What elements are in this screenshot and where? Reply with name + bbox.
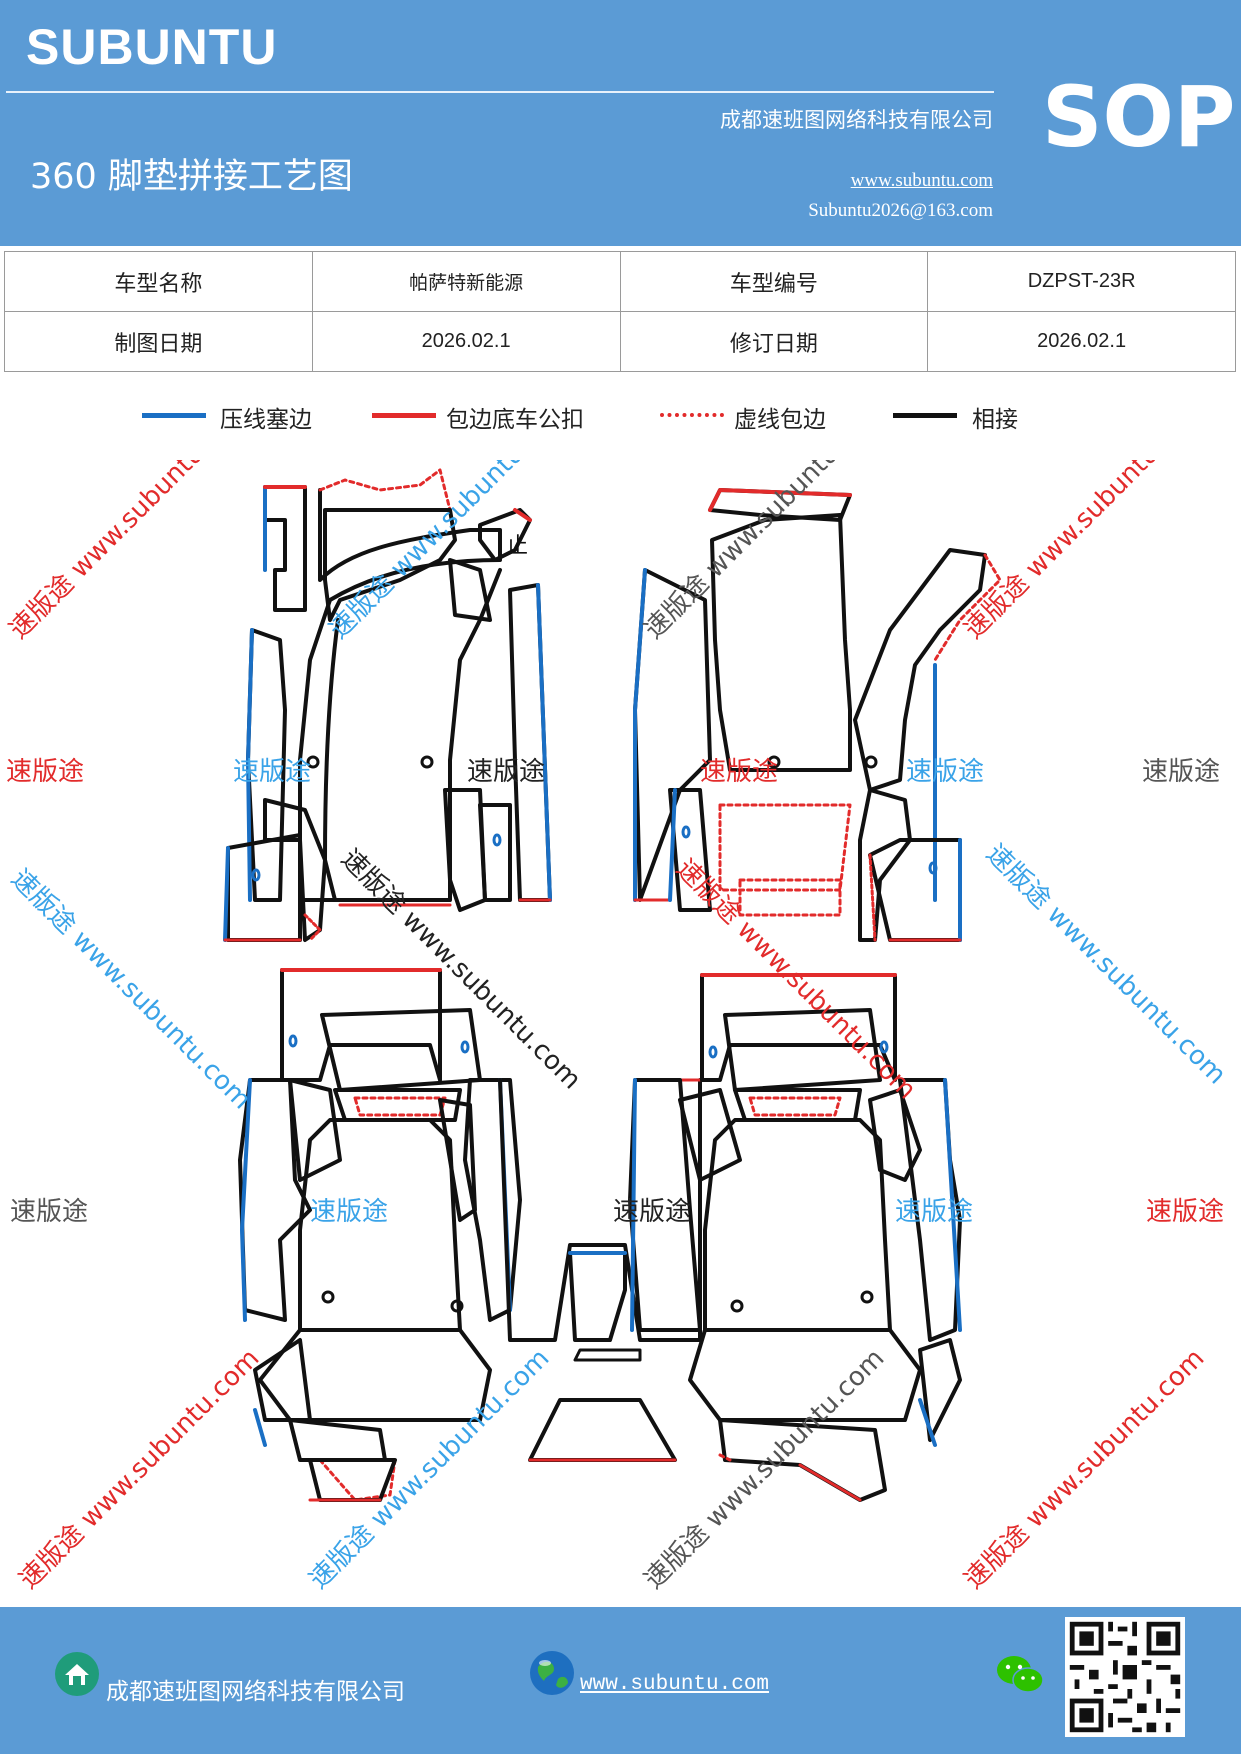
stop-mark: 止 [506, 534, 528, 559]
footer: 成都速班图网络科技有限公司 www.subuntu.com [0, 1607, 1241, 1754]
sop-badge: SOP [1042, 68, 1236, 166]
watermark-word: 速版途 [467, 757, 545, 787]
model-code-value: DZPST-23R [927, 251, 1236, 312]
revise-date-value: 2026.02.1 [927, 311, 1236, 372]
footer-website-link[interactable]: www.subuntu.com [580, 1673, 770, 1696]
company-name: 成都速班图网络科技有限公司 [720, 108, 993, 132]
legend: 压线塞边 包边底车公扣 虚线包边 相接 [0, 400, 1241, 440]
front-right-mat [633, 488, 1002, 942]
legend-label: 包边底车公扣 [446, 407, 584, 433]
watermark-word: 速版途 [906, 757, 984, 787]
brand-logo-text: SUBUNTU [26, 19, 278, 75]
watermark-url: 速版途 www.subuntu.com [639, 1343, 891, 1595]
revise-date-label: 修订日期 [619, 311, 929, 372]
legend-swatch-red [372, 413, 436, 418]
front-left-mat: 止 [223, 468, 552, 942]
model-name-label: 车型名称 [4, 251, 313, 312]
watermark-url: 速版途 www.subuntu.com [304, 1343, 556, 1595]
header-divider [6, 91, 994, 93]
watermark-word: 速版途 [1146, 1197, 1224, 1227]
website-link[interactable]: www.subuntu.com [850, 170, 993, 191]
page-title: 360 脚垫拼接工艺图 [30, 157, 353, 197]
legend-label: 压线塞边 [220, 407, 312, 433]
watermark-word: 速版途 [1142, 757, 1220, 787]
rear-right-mat [628, 973, 962, 1502]
legend-swatch-blue [142, 413, 206, 418]
watermarks: 速版途 www.subuntu.com 速版途 www.subuntu.com … [4, 460, 1232, 1595]
legend-label: 虚线包边 [734, 407, 826, 433]
watermark-word: 速版途 [613, 1197, 691, 1227]
watermark-url: 速版途 www.subuntu.com [980, 839, 1232, 1091]
table-row: 车型名称 帕萨特新能源 车型编号 DZPST-23R [4, 251, 1236, 312]
legend-swatch-red-dotted [660, 413, 724, 417]
wechat-icon[interactable] [996, 1653, 1044, 1697]
draw-date-label: 制图日期 [4, 311, 313, 372]
email-text: Subuntu2026@163.com [808, 200, 993, 221]
header: SUBUNTU 成都速班图网络科技有限公司 360 脚垫拼接工艺图 www.su… [0, 0, 1241, 246]
watermark-url: 速版途 www.subuntu.com [14, 1343, 266, 1595]
footer-company-name: 成都速班图网络科技有限公司 [106, 1679, 405, 1705]
info-table: 车型名称 帕萨特新能源 车型编号 DZPST-23R 制图日期 2026.02.… [4, 251, 1236, 372]
watermark-word: 速版途 [10, 1197, 88, 1227]
center-tunnel-mat [498, 1078, 702, 1462]
model-code-label: 车型编号 [619, 251, 929, 312]
watermark-url: 速版途 www.subuntu.com [5, 864, 257, 1116]
globe-icon [530, 1651, 574, 1695]
model-name-value: 帕萨特新能源 [311, 251, 621, 312]
watermark-word: 速版途 [700, 757, 778, 787]
draw-date-value: 2026.02.1 [311, 311, 621, 372]
home-icon [55, 1652, 99, 1696]
legend-swatch-black [893, 413, 957, 418]
watermark-word: 速版途 [6, 757, 84, 787]
watermark-word: 速版途 [895, 1197, 973, 1227]
watermark-url: 速版途 www.subuntu.com [959, 1343, 1211, 1595]
rear-left-mat [238, 968, 522, 1502]
legend-label: 相接 [972, 407, 1018, 433]
watermark-word: 速版途 [233, 757, 311, 787]
table-row: 制图日期 2026.02.1 修订日期 2026.02.1 [4, 311, 1236, 372]
floor-mat-diagram: 止 [4, 460, 1232, 1595]
watermark-word: 速版途 [310, 1197, 388, 1227]
qr-code [1065, 1617, 1185, 1737]
watermark-url: 速版途 www.subuntu.com [4, 460, 256, 645]
watermark-url: 速版途 www.subuntu.com [959, 460, 1211, 645]
watermark-url: 速版途 www.subuntu.com [639, 460, 891, 645]
